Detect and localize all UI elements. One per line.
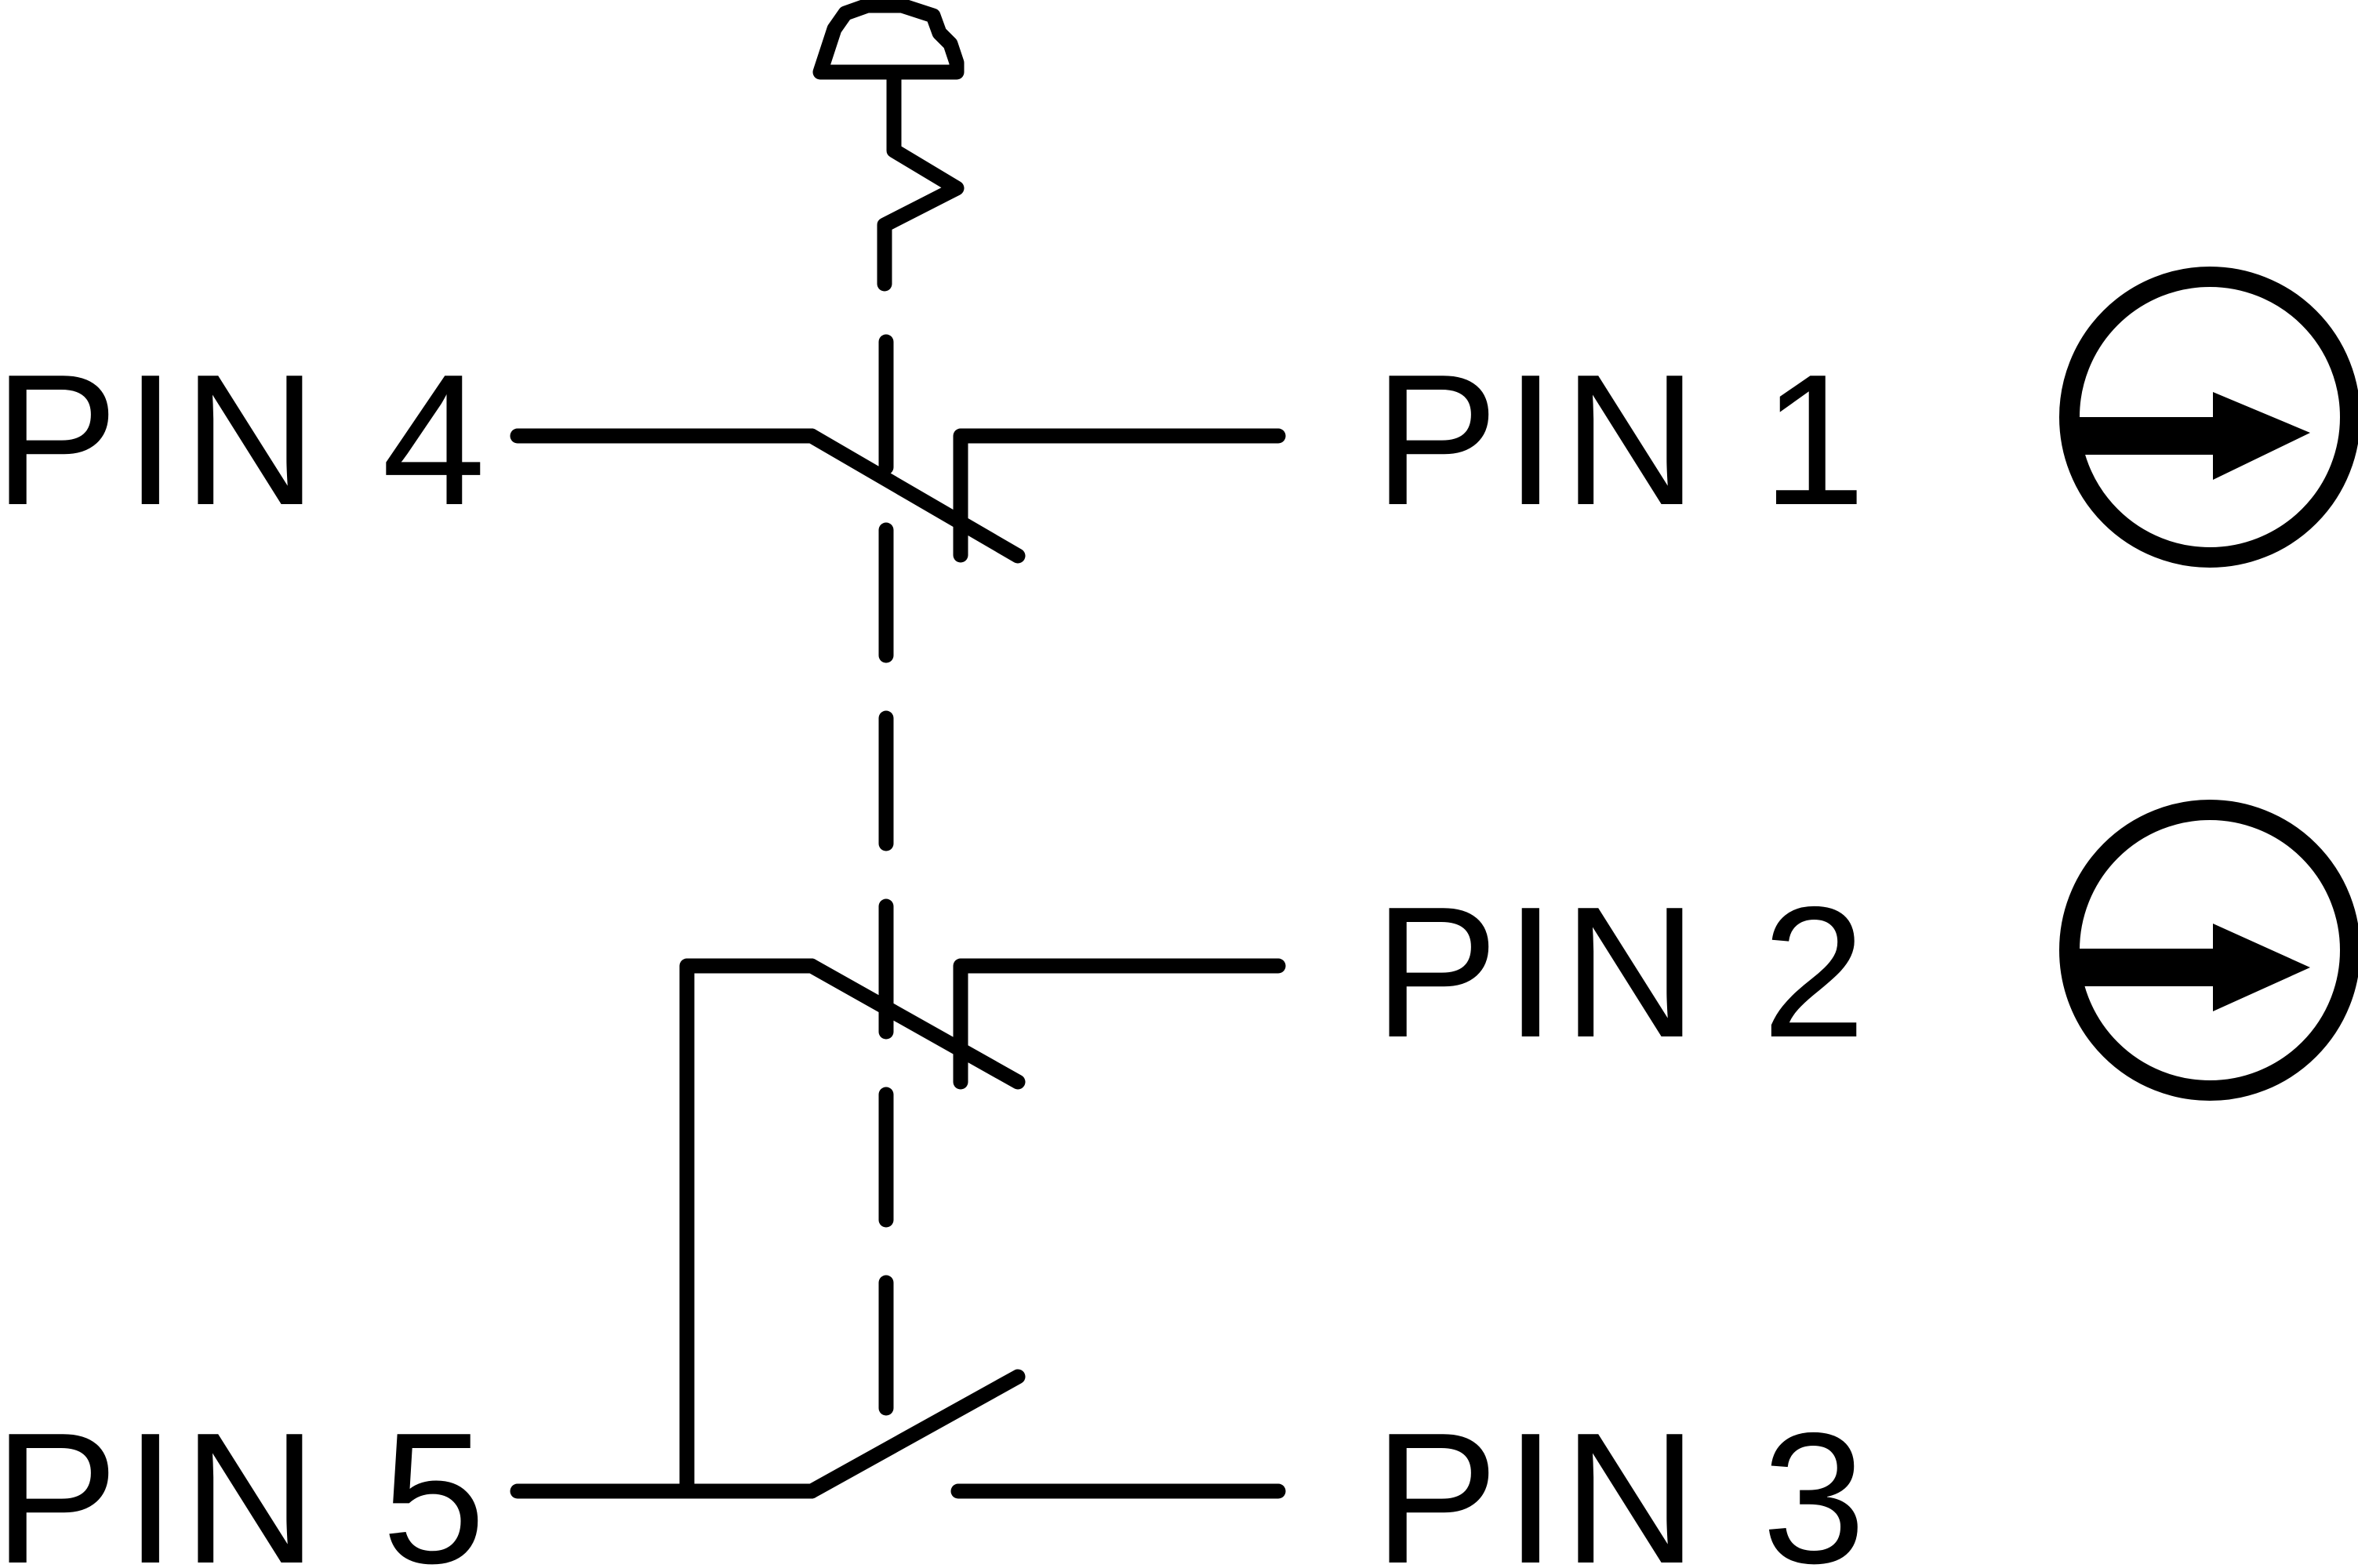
pin-2-lead [953, 958, 1286, 1090]
upper-contact [510, 428, 1286, 564]
pin-5-label: PIN 5 [0, 1395, 492, 1568]
middle-contact [679, 958, 1286, 1499]
pin-4-label: PIN 4 [0, 336, 492, 544]
pin-3-label: PIN 3 [1374, 1395, 1872, 1568]
circled-arrow-right-icon [2059, 267, 2358, 568]
pin-1-lead [953, 428, 1286, 563]
pin-1-label: PIN 1 [1374, 336, 1872, 544]
pin-2-label: PIN 2 [1374, 869, 1872, 1076]
lower-contact [510, 1369, 1286, 1499]
push-pull-actuator-icon [812, 0, 965, 292]
circled-arrow-right-icon [2059, 800, 2358, 1101]
middle-switch-blade [804, 958, 1026, 1090]
lower-switch-blade [804, 1369, 1026, 1499]
pin-5-riser [679, 958, 819, 1499]
upper-switch-blade [804, 428, 1026, 564]
